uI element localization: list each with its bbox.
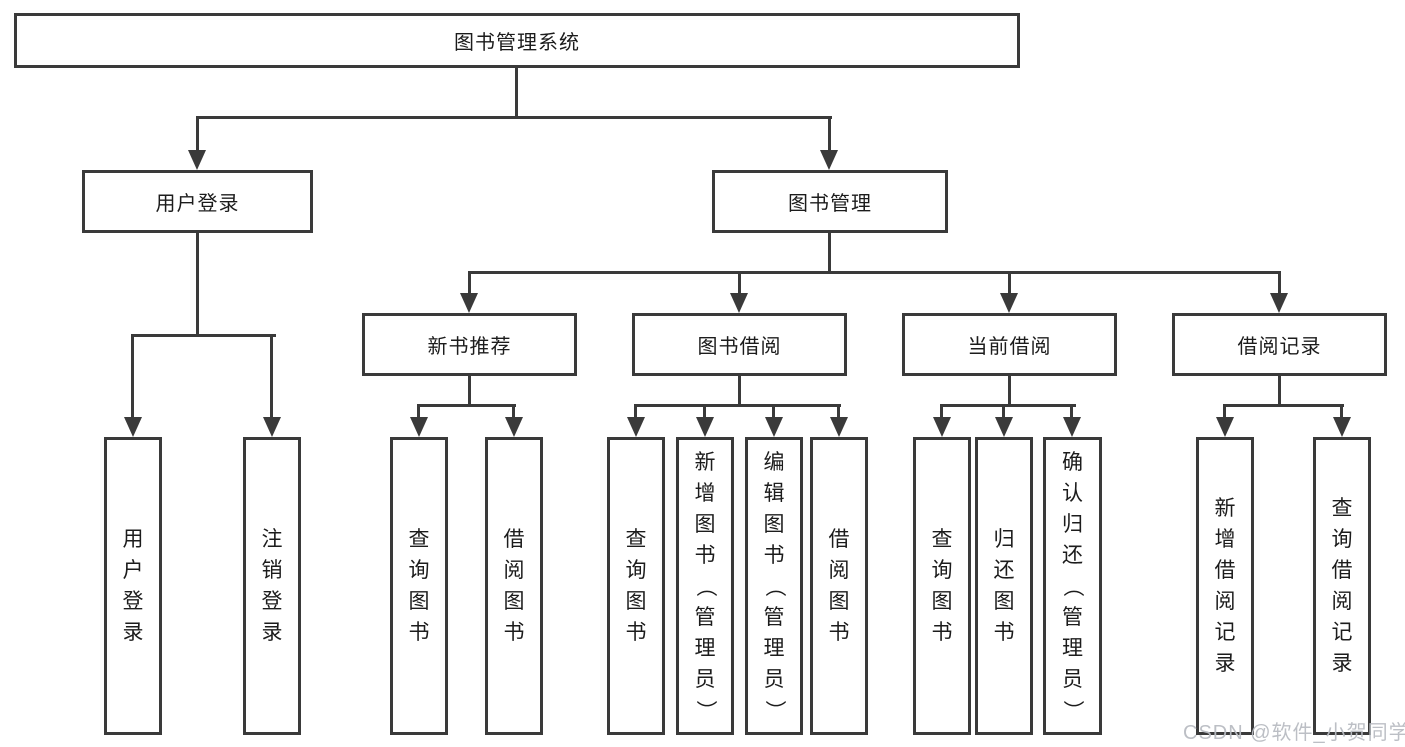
connector-line-vertical — [1008, 376, 1011, 407]
watermark: CSDN @软件_小贺同学 — [1183, 722, 1405, 744]
arrow-down-icon — [1216, 417, 1234, 437]
connector-line-horizontal — [196, 116, 832, 119]
connector-line-horizontal — [468, 271, 1281, 274]
arrow-down-icon — [627, 417, 645, 437]
arrow-down-icon — [124, 417, 142, 437]
node-borrow-records: 借阅记录 — [1172, 313, 1387, 376]
node-new-book-recommend: 新书推荐 — [362, 313, 577, 376]
leaf-add-borrow-record: 新增借阅记录 — [1196, 437, 1254, 735]
arrow-down-icon — [188, 150, 206, 170]
leaf-query-borrow-record: 查询借阅记录 — [1313, 437, 1371, 735]
connector-line-vertical — [738, 376, 741, 407]
leaf-current-query-books: 查询图书 — [913, 437, 971, 735]
connector-line-vertical — [468, 271, 471, 297]
connector-line-vertical — [270, 334, 273, 421]
connector-line-vertical — [196, 116, 199, 154]
leaf-recommend-borrow-books: 借阅图书 — [485, 437, 543, 735]
arrow-down-icon — [263, 417, 281, 437]
leaf-add-books-admin: 新增图书（管理员） — [676, 437, 734, 735]
leaf-return-books-label: 归还图书 — [993, 528, 1015, 644]
node-new-book-recommend-label: 新书推荐 — [427, 336, 512, 358]
arrow-down-icon — [410, 417, 428, 437]
connector-line-vertical — [738, 271, 741, 297]
arrow-down-icon — [1063, 417, 1081, 437]
leaf-add-books-admin-label: 新增图书（管理员） — [693, 450, 717, 721]
leaf-borrow-books: 借阅图书 — [810, 437, 868, 735]
leaf-user-login-label: 用户登录 — [122, 528, 144, 644]
connector-line-vertical — [1070, 404, 1073, 421]
connector-line-vertical — [131, 334, 134, 421]
connector-line-horizontal — [131, 334, 276, 337]
connector-line-vertical — [468, 376, 471, 407]
connector-line-vertical — [1002, 404, 1005, 421]
node-user-login-label: 用户登录 — [155, 193, 240, 215]
connector-line-vertical — [828, 233, 831, 274]
node-borrow-records-label: 借阅记录 — [1237, 336, 1322, 358]
connector-line-horizontal — [634, 404, 841, 407]
connector-line-vertical — [1278, 376, 1281, 407]
arrow-down-icon — [995, 417, 1013, 437]
connector-line-vertical — [1223, 404, 1226, 421]
node-root-label: 图书管理系统 — [454, 32, 580, 54]
connector-line-vertical — [1340, 404, 1343, 421]
leaf-borrow-query-books-label: 查询图书 — [625, 528, 647, 644]
arrow-down-icon — [1270, 293, 1288, 313]
arrow-down-icon — [765, 417, 783, 437]
arrow-down-icon — [1000, 293, 1018, 313]
connector-line-vertical — [634, 404, 637, 421]
arrow-down-icon — [933, 417, 951, 437]
leaf-current-query-books-label: 查询图书 — [931, 528, 953, 644]
node-book-management: 图书管理 — [712, 170, 948, 233]
node-book-management-label: 图书管理 — [788, 193, 872, 215]
arrow-down-icon — [830, 417, 848, 437]
node-root: 图书管理系统 — [14, 13, 1020, 68]
connector-line-vertical — [196, 233, 199, 337]
leaf-recommend-query-books-label: 查询图书 — [408, 528, 430, 644]
node-user-login: 用户登录 — [82, 170, 313, 233]
leaf-confirm-return-admin: 确认归还（管理员） — [1043, 437, 1102, 735]
connector-line-vertical — [828, 116, 831, 154]
connector-line-vertical — [772, 404, 775, 421]
arrow-down-icon — [820, 150, 838, 170]
node-book-borrow-label: 图书借阅 — [697, 336, 782, 358]
leaf-edit-books-admin: 编辑图书（管理员） — [745, 437, 803, 735]
arrow-down-icon — [696, 417, 714, 437]
arrow-down-icon — [1333, 417, 1351, 437]
arrow-down-icon — [460, 293, 478, 313]
leaf-return-books: 归还图书 — [975, 437, 1033, 735]
leaf-edit-books-admin-label: 编辑图书（管理员） — [762, 450, 786, 721]
leaf-add-borrow-record-label: 新增借阅记录 — [1214, 497, 1236, 675]
leaf-confirm-return-admin-label: 确认归还（管理员） — [1061, 450, 1084, 721]
leaf-logout-label: 注销登录 — [261, 528, 283, 644]
connector-line-vertical — [837, 404, 840, 421]
connector-line-vertical — [417, 404, 420, 421]
connector-line-horizontal — [940, 404, 1076, 407]
leaf-recommend-borrow-books-label: 借阅图书 — [503, 528, 525, 644]
connector-line-vertical — [1008, 271, 1011, 297]
leaf-borrow-books-label: 借阅图书 — [828, 528, 850, 644]
connector-line-vertical — [703, 404, 706, 421]
connector-line-horizontal — [1223, 404, 1344, 407]
arrow-down-icon — [730, 293, 748, 313]
leaf-user-login: 用户登录 — [104, 437, 162, 735]
connector-line-vertical — [1278, 271, 1281, 297]
leaf-logout: 注销登录 — [243, 437, 301, 735]
connector-line-vertical — [940, 404, 943, 421]
leaf-query-borrow-record-label: 查询借阅记录 — [1331, 497, 1353, 675]
node-book-borrow: 图书借阅 — [632, 313, 847, 376]
connector-line-vertical — [515, 68, 518, 119]
arrow-down-icon — [505, 417, 523, 437]
node-current-borrow: 当前借阅 — [902, 313, 1117, 376]
node-current-borrow-label: 当前借阅 — [967, 336, 1052, 358]
leaf-recommend-query-books: 查询图书 — [390, 437, 448, 735]
connector-line-vertical — [512, 404, 515, 421]
leaf-borrow-query-books: 查询图书 — [607, 437, 665, 735]
connector-line-horizontal — [417, 404, 516, 407]
